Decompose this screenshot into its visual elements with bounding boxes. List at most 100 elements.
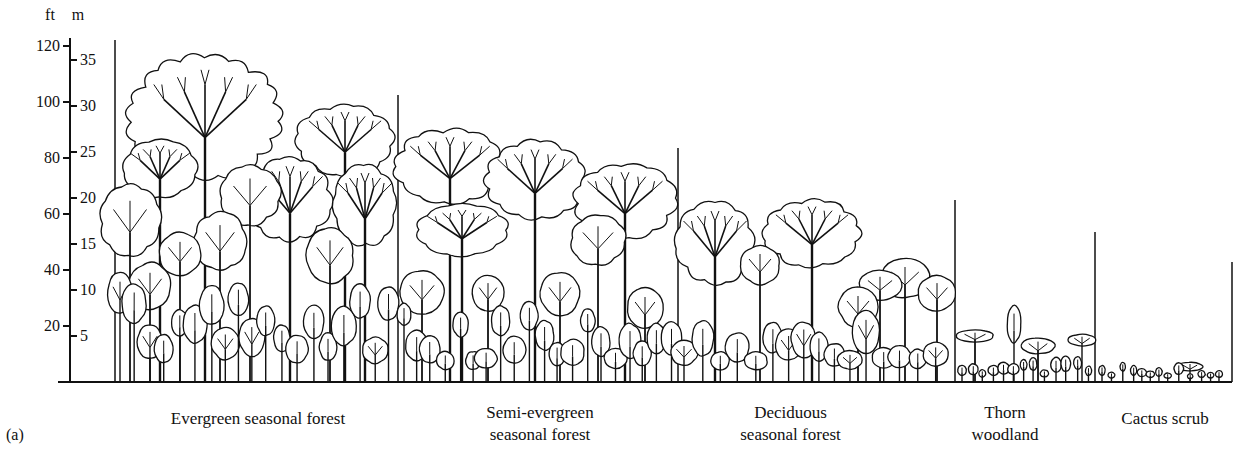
tree-trunk (1101, 372, 1102, 382)
tree-trunk (1141, 374, 1142, 382)
tree-branch (962, 368, 963, 373)
formation-label: Deciduous seasonal forest (728, 402, 853, 446)
tree-trunk (329, 265, 331, 382)
tree-branch (715, 231, 737, 257)
tree-branch (194, 313, 195, 331)
tree (363, 337, 389, 382)
tree-twig (410, 146, 420, 155)
tree-branch (450, 219, 462, 238)
tree-trunk (556, 358, 557, 382)
tree-branch (368, 346, 375, 355)
tree-trunk (961, 372, 962, 382)
tree-twig (180, 153, 190, 160)
tree-branch (422, 280, 423, 300)
tree-branch (866, 320, 867, 339)
tree-trunk (737, 352, 738, 382)
tree-branch (803, 330, 804, 346)
tree-trunk (281, 343, 282, 382)
tree-twig (596, 181, 598, 190)
tree-branch (149, 332, 150, 348)
tree-branch (598, 190, 626, 213)
m-tick (70, 59, 77, 61)
tree-branch (140, 160, 160, 179)
tree-branch (420, 155, 450, 178)
tree (1164, 373, 1171, 382)
tree-trunk (251, 344, 252, 382)
tree-branch (645, 297, 646, 315)
tree-branch (462, 219, 474, 238)
tree-branch (905, 267, 906, 285)
tree-trunk (403, 318, 404, 382)
tree-twig (357, 116, 358, 125)
tree-twig (170, 149, 177, 156)
tree-branch (671, 329, 672, 344)
tree-twig (332, 116, 333, 125)
tree (852, 310, 879, 382)
tree (998, 362, 1010, 382)
ft-tick (63, 213, 70, 215)
tree-branch (357, 188, 366, 219)
tree-branch (437, 223, 462, 239)
tree-branch (880, 281, 892, 291)
tree-twig (812, 207, 816, 215)
tree-branch (220, 232, 234, 251)
tree-branch (866, 325, 874, 339)
tree (573, 164, 678, 382)
tree-twig (521, 154, 522, 164)
tick-label: 20 (80, 187, 110, 209)
tree-branch (704, 226, 715, 257)
tree-twig (653, 181, 663, 190)
tree-twig (300, 171, 301, 181)
tree-branch (343, 315, 344, 333)
tree-trunk (1122, 368, 1123, 382)
m-tick (70, 197, 77, 199)
tree-branch (449, 146, 451, 178)
tree (744, 352, 767, 382)
tick-label: 120 (20, 35, 60, 57)
tree-twig (776, 215, 786, 223)
tree-branch (345, 130, 371, 153)
tree-trunk (133, 310, 134, 382)
tree-branch (317, 247, 330, 265)
tree-trunk (572, 357, 573, 382)
tree-twig (177, 77, 184, 92)
tree-branch (1044, 372, 1045, 375)
tree-twig (792, 211, 799, 219)
tree-trunk (587, 325, 588, 382)
tree (128, 262, 170, 382)
axis-unit: ft (38, 4, 62, 26)
tree-branch (587, 314, 588, 325)
tree-twig (346, 183, 348, 193)
m-tick (70, 151, 77, 153)
tree-twig (317, 121, 319, 130)
tree-branch (715, 226, 726, 257)
tree-branch (880, 277, 881, 290)
tree-branch (345, 125, 358, 152)
tree-branch (1190, 375, 1191, 377)
tree-twig (279, 171, 280, 181)
tree-trunk (461, 239, 463, 382)
tree-trunk (1088, 373, 1089, 382)
tree-trunk (1065, 367, 1066, 382)
tree (286, 335, 309, 382)
tree-trunk (1077, 365, 1078, 382)
tree-branch (937, 288, 948, 300)
tree-trunk (1133, 372, 1134, 382)
tree-twig (138, 153, 140, 160)
tree-trunk (485, 362, 486, 382)
tree-branch (684, 349, 692, 357)
tree-branch (797, 334, 804, 346)
tree-trunk (529, 321, 530, 382)
tree-branch (150, 279, 162, 295)
tree-twig (162, 85, 164, 100)
tree (453, 312, 468, 382)
tick-label: 80 (20, 147, 60, 169)
tree-trunk (119, 300, 120, 382)
tree-branch (251, 327, 252, 344)
tree-branch (1133, 368, 1134, 372)
tree (1156, 368, 1163, 382)
tree-branch (404, 308, 405, 318)
tree (741, 245, 780, 382)
tree-branch (265, 313, 266, 326)
axis-unit: m (66, 4, 90, 26)
